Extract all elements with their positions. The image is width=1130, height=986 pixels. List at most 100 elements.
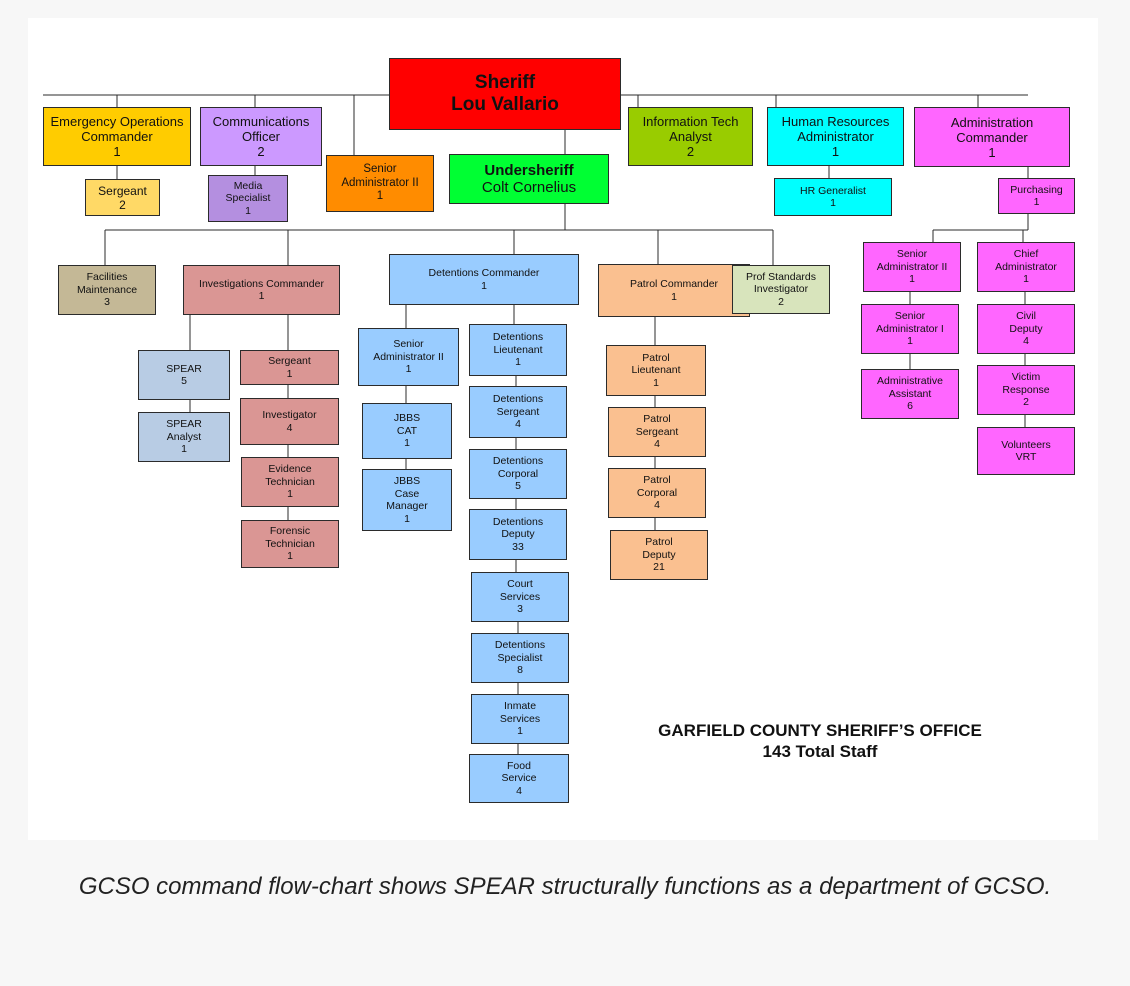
media-specialist-box: Media Specialist 1 [208,175,288,222]
node-title: SPEAR Analyst [166,418,202,443]
node-count: 1 [830,197,836,209]
node-count: 4 [1023,335,1029,348]
node-count: 2 [257,144,265,159]
node-title: Evidence Technician [265,463,315,488]
node-count: 3 [104,296,110,309]
node-title: Detentions Sergeant [492,393,544,418]
sheriff-title: Sheriff [474,72,536,93]
court-services-box: Court Services 3 [471,572,569,622]
purchasing-box: Purchasing 1 [998,178,1075,214]
node-title: Investigations Commander [199,277,324,290]
node-title: Communications Officer [212,114,310,144]
eo-sergeant-box: Sergeant 2 [85,179,160,216]
figure-caption: GCSO command flow-chart shows SPEAR stru… [78,873,1052,900]
node-count: 1 [988,144,996,160]
node-title: Media Specialist [225,179,271,205]
spear-box: SPEAR 5 [138,350,230,400]
node-count: 4 [654,438,660,451]
node-count: 1 [286,367,293,380]
node-title: Inmate Services [499,700,541,725]
node-title: Detentions Specialist [494,639,546,664]
patrol-lieutenant-box: Patrol Lieutenant 1 [606,345,706,396]
senior-administrator-top-box: Senior Administrator II 1 [326,155,434,212]
node-title: Information Tech Analyst [642,114,739,144]
facilities-maintenance-box: Facilities Maintenance 3 [58,265,156,315]
node-count: 1 [1023,273,1029,286]
node-title: Facilities Maintenance [76,271,138,296]
node-count: 1 [1033,196,1040,208]
node-title: HR Generalist [800,184,866,197]
node-count: 2 [119,197,126,212]
node-title: Patrol Sergeant [635,413,679,438]
node-count: 2 [1023,396,1029,409]
node-count: 1 [515,356,521,369]
node-title: Detentions Commander [428,267,540,279]
node-count: 1 [258,290,265,302]
node-count: 8 [517,664,523,677]
node-count: 5 [181,375,187,387]
admin-senior-administrator-ii-box: Senior Administrator II 1 [863,242,961,292]
node-title: Civil Deputy [1009,310,1043,335]
chief-administrator-box: Chief Administrator 1 [977,242,1075,292]
node-title: Forensic Technician [265,525,315,550]
node-title: Patrol Corporal [636,474,678,499]
hr-administrator-box: Human Resources Administrator 1 [767,107,904,166]
patrol-commander-box: Patrol Commander 1 [598,264,750,317]
node-count: 1 [181,443,187,456]
inmate-services-box: Inmate Services 1 [471,694,569,744]
node-count: 1 [405,363,412,376]
node-count: 4 [515,418,521,431]
investigations-sergeant-box: Sergeant 1 [240,350,339,385]
volunteers-vrt-box: Volunteers VRT [977,427,1075,475]
node-count: 1 [907,335,913,348]
hr-generalist-box: HR Generalist 1 [774,178,892,216]
node-count: 2 [686,144,695,159]
patrol-corporal-box: Patrol Corporal 4 [608,468,706,518]
node-count: 1 [404,512,410,525]
node-title: Administration Commander [950,114,1034,145]
sheriff-name: Lou Vallario [451,94,559,115]
node-title: Detentions Lieutenant [492,331,544,356]
patrol-sergeant-box: Patrol Sergeant 4 [608,407,706,457]
node-count: 1 [671,290,677,303]
jbbs-cat-box: JBBS CAT 1 [362,403,452,459]
detentions-sergeant-box: Detentions Sergeant 4 [469,386,567,438]
detentions-lieutenant-box: Detentions Lieutenant 1 [469,324,567,376]
detentions-deputy-box: Detentions Deputy 33 [469,509,567,560]
node-count: 4 [286,421,293,434]
office-title: GARFIELD COUNTY SHERIFF’S OFFICE 143 Tot… [658,721,982,761]
civil-deputy-box: Civil Deputy 4 [977,304,1075,354]
investigator-box: Investigator 4 [240,398,339,445]
node-title: Administrative Assistant [877,375,943,400]
node-count: 21 [653,561,665,574]
node-count: 1 [517,725,523,738]
emergency-operations-commander-box: Emergency Operations Commander 1 [43,107,191,166]
node-count: 1 [404,437,410,450]
undersheriff-title: Undersheriff [484,162,574,179]
administrative-assistant-box: Administrative Assistant 6 [861,369,959,419]
node-title: Investigator [262,409,317,421]
node-count: 1 [287,550,293,563]
admin-senior-administrator-i-box: Senior Administrator I 1 [861,304,959,354]
node-title: Emergency Operations Commander [50,114,184,144]
node-title: JBBS Case Manager [386,475,428,512]
node-title: Purchasing [1010,183,1063,196]
undersheriff-box: Undersheriff Colt Cornelius [449,154,609,204]
node-count: 6 [907,400,913,413]
node-title: Victim Response [1002,371,1050,396]
food-service-box: Food Service 4 [469,754,569,803]
sheriff-box: Sheriff Lou Vallario [389,58,621,130]
node-count: 1 [909,273,915,286]
node-count: 4 [654,499,660,512]
spear-analyst-box: SPEAR Analyst 1 [138,412,230,462]
patrol-deputy-box: Patrol Deputy 21 [610,530,708,580]
node-count: 1 [113,144,121,159]
undersheriff-name: Colt Cornelius [481,179,577,196]
node-count: 2 [778,295,784,308]
node-title: Senior Administrator I [876,310,944,335]
node-title: Patrol Commander [629,278,719,290]
node-count: 3 [517,603,523,616]
node-title: Court Services [499,578,541,603]
node-count: 1 [376,190,384,203]
node-count: 33 [512,540,524,553]
